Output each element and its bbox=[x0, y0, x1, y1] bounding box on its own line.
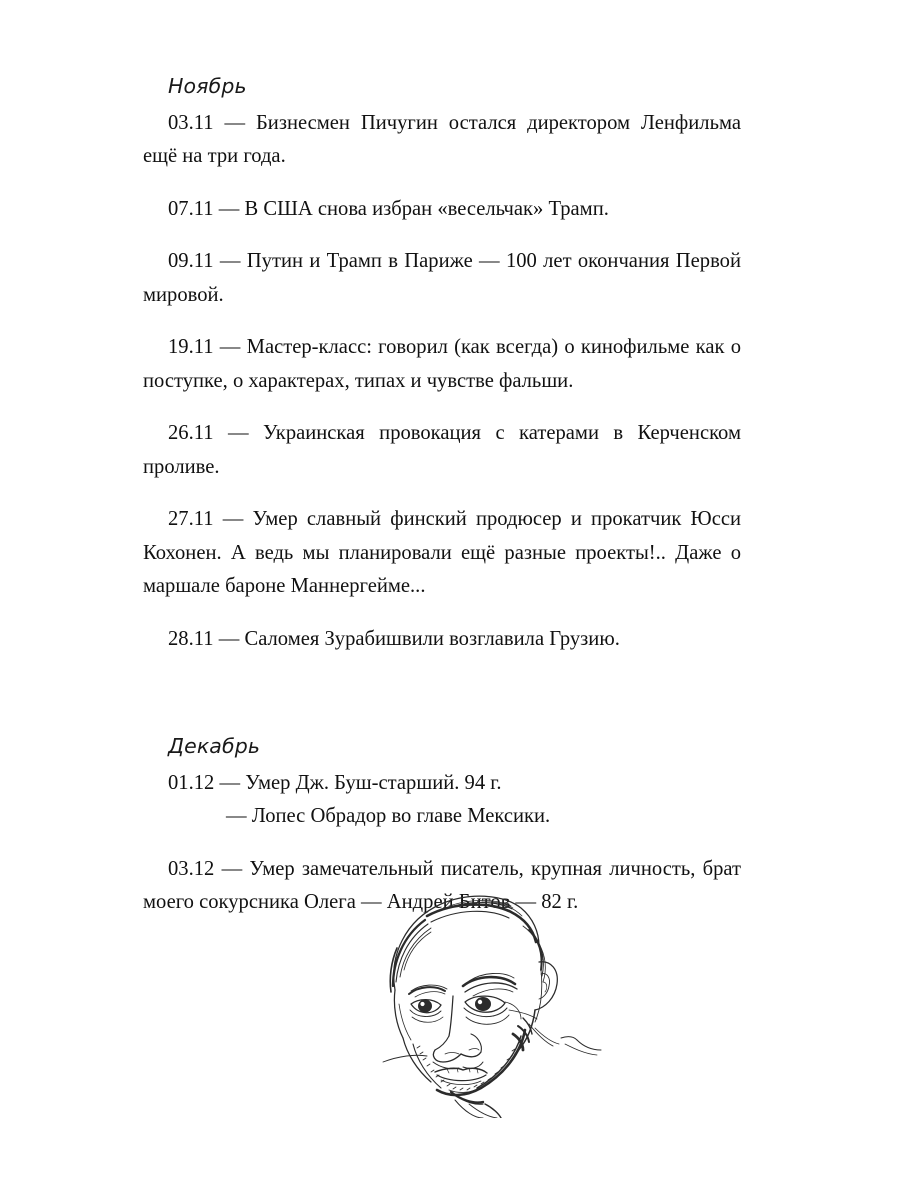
spacer bbox=[143, 312, 741, 331]
spacer bbox=[143, 758, 741, 767]
spacer bbox=[143, 834, 741, 853]
spacer bbox=[143, 226, 741, 245]
month-heading-november: Ноябрь bbox=[168, 74, 247, 98]
diary-entry-main: 01.12 — Умер Дж. Буш-старший. 94 г. bbox=[168, 771, 502, 794]
spacer bbox=[143, 98, 741, 107]
spacer bbox=[143, 484, 741, 503]
diary-entry: 09.11 — Путин и Трамп в Париже — 100 лет… bbox=[143, 250, 741, 306]
diary-entry: 27.11 — Умер славный финский продюсер и … bbox=[143, 508, 741, 598]
spacer bbox=[143, 398, 741, 417]
diary-entry: 01.12 — Умер Дж. Буш-старший. 94 г. — Ло… bbox=[143, 767, 741, 834]
diary-entry-subline: — Лопес Обрадор во главе Мексики. bbox=[226, 805, 551, 828]
diary-entry: 19.11 — Мастер-класс: говорил (как всегд… bbox=[143, 336, 741, 392]
section-spacer bbox=[143, 656, 741, 736]
spacer bbox=[143, 604, 741, 623]
diary-entry: 07.11 — В США снова избран «весельчак» Т… bbox=[168, 197, 609, 220]
portrait-sketch-icon bbox=[382, 895, 602, 1118]
spacer bbox=[143, 174, 741, 193]
diary-entry: 26.11 — Украинская провокация с катерами… bbox=[143, 422, 741, 478]
portrait-sketch-illustration bbox=[353, 878, 633, 1118]
diary-entry: 28.11 — Саломея Зурабишвили возглавила Г… bbox=[168, 627, 620, 650]
diary-entry: 03.11 — Бизнесмен Пичугин остался директ… bbox=[143, 111, 741, 168]
month-heading-december: Декабрь bbox=[168, 734, 261, 759]
page-content: Ноябрь 03.11 — Бизнесмен Пичугин остался… bbox=[143, 74, 741, 920]
